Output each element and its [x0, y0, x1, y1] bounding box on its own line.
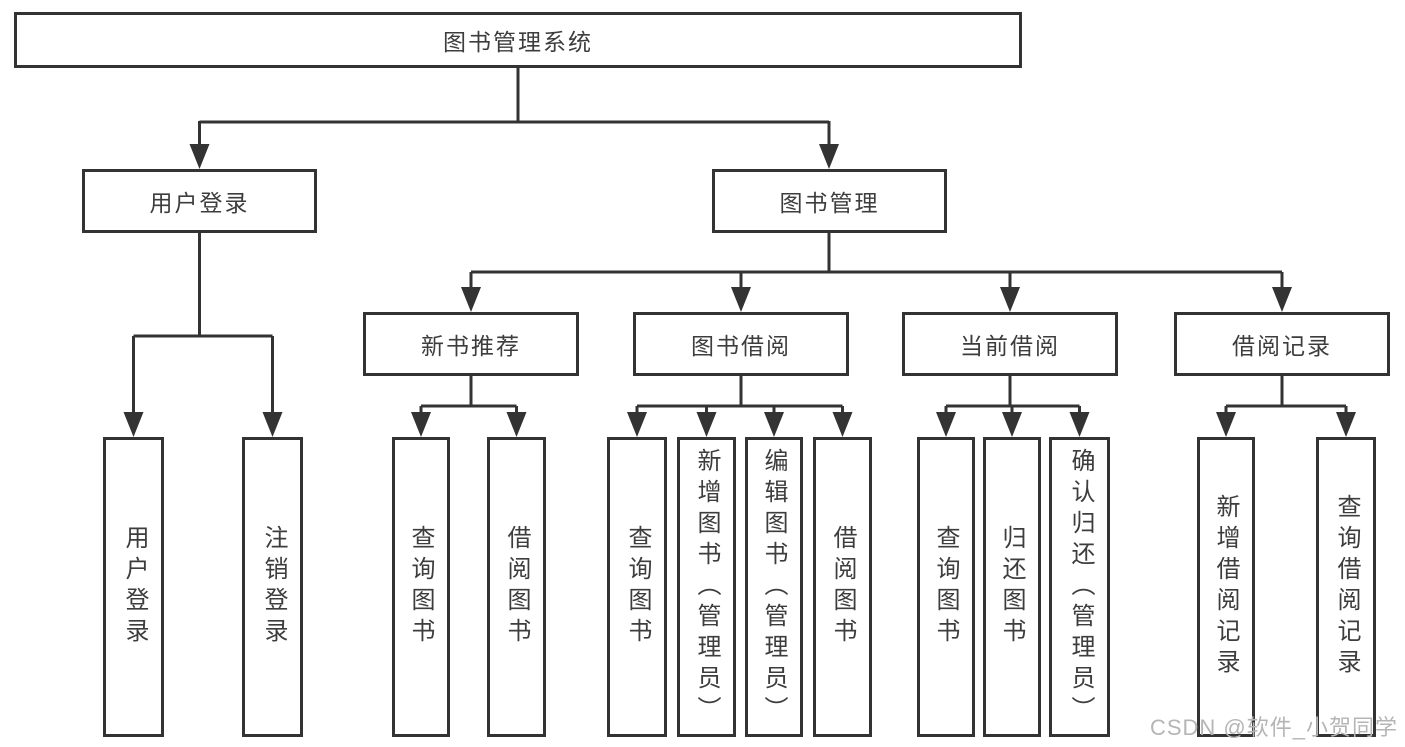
leaf-edit-book-admin: 编辑图书（管理员） [745, 437, 803, 737]
leaf-return-book: 归还图书 [983, 437, 1041, 737]
leaf-confirm-return-admin: 确认归还（管理员） [1049, 437, 1110, 737]
node-new-book-recommend: 新书推荐 [363, 312, 579, 376]
leaf-borrow-books-recommend: 借阅图书 [487, 437, 546, 737]
leaf-user-login: 用户登录 [103, 437, 164, 737]
leaf-query-books-borrowing: 查询图书 [607, 437, 667, 737]
leaf-logout: 注销登录 [242, 437, 303, 737]
leaf-add-borrow-record: 新增借阅记录 [1197, 437, 1255, 737]
node-root: 图书管理系统 [14, 12, 1022, 68]
node-current-borrowing: 当前借阅 [902, 312, 1118, 376]
node-user-login: 用户登录 [82, 169, 317, 233]
watermark: CSDN @软件_小贺同学 [1149, 715, 1398, 740]
leaf-add-book-admin: 新增图书（管理员） [677, 437, 736, 737]
leaf-borrow-books-borrowing: 借阅图书 [813, 437, 872, 737]
node-book-management: 图书管理 [712, 169, 947, 233]
node-borrowing-records: 借阅记录 [1174, 312, 1390, 376]
leaf-query-borrow-record: 查询借阅记录 [1316, 437, 1376, 737]
leaf-query-books-recommend: 查询图书 [392, 437, 450, 737]
leaf-query-books-current: 查询图书 [917, 437, 975, 737]
node-book-borrowing: 图书借阅 [633, 312, 849, 376]
